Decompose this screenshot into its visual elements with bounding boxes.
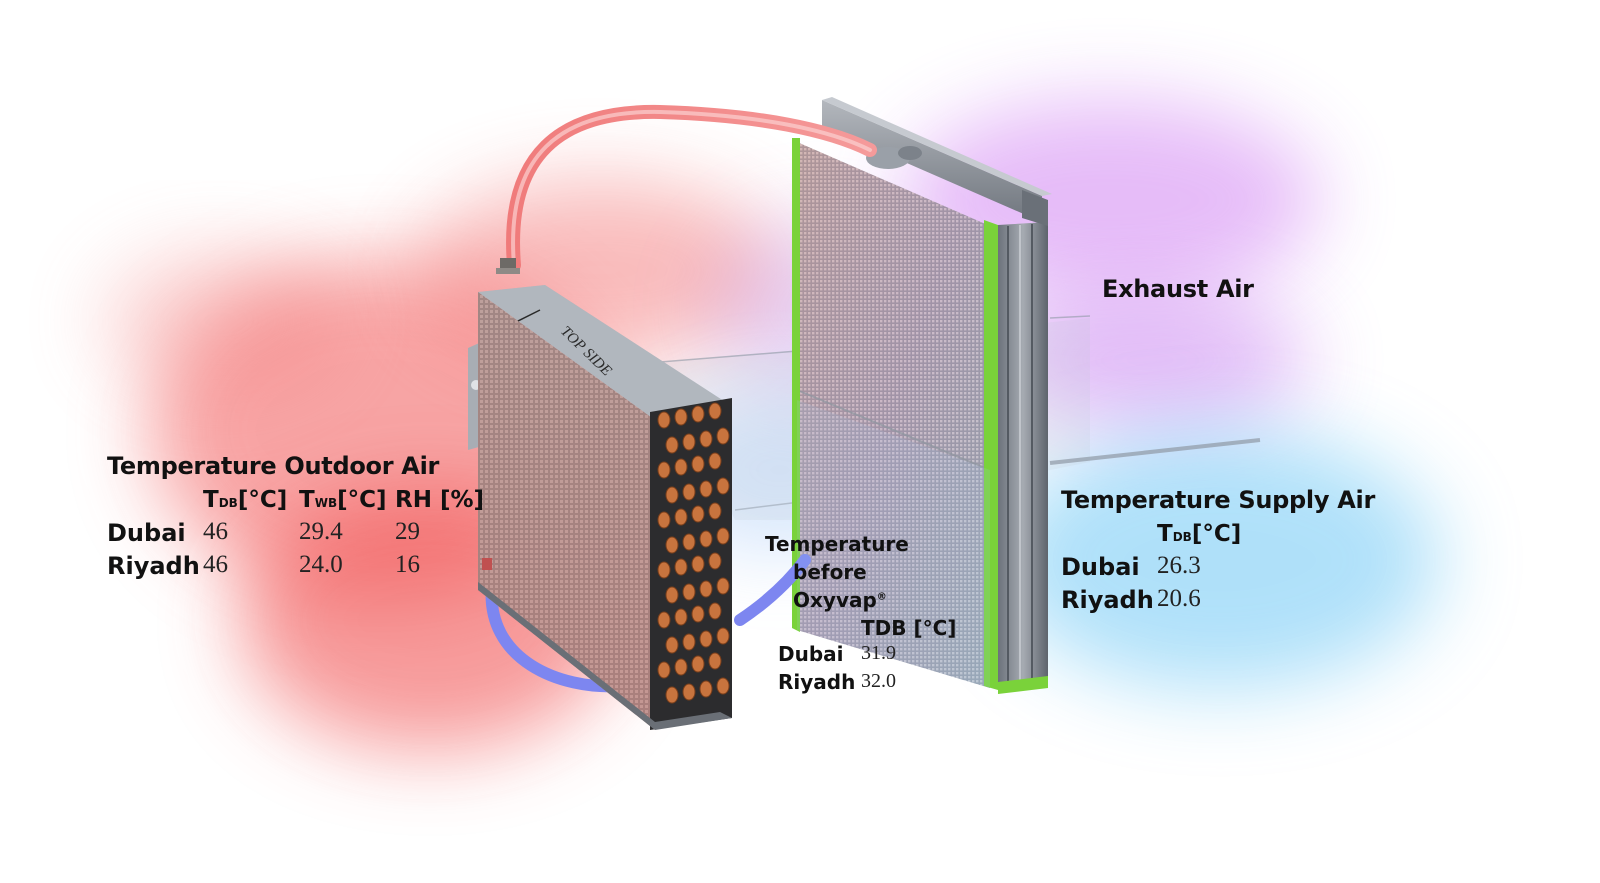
- outdoor-dubai-tdb: 46: [203, 518, 228, 545]
- copper-tube-end: [665, 636, 679, 654]
- copper-tube-end: [682, 633, 696, 651]
- copper-tube-end: [657, 561, 671, 579]
- copper-tube-end: [665, 586, 679, 604]
- copper-tube-end: [665, 536, 679, 554]
- copper-tube-end: [708, 402, 722, 420]
- copper-tube-end: [674, 508, 688, 526]
- before-dubai-tdb: 31.9: [861, 642, 896, 664]
- supply-dubai-tdb: 26.3: [1157, 552, 1201, 579]
- copper-tube-end: [665, 436, 679, 454]
- copper-tube-end: [657, 611, 671, 629]
- copper-tube-end: [699, 430, 713, 448]
- copper-tube-end: [699, 580, 713, 598]
- heat-exchanger-coil: TOP SIDE: [468, 258, 732, 730]
- outdoor-dubai-twb: 29.4: [299, 518, 343, 545]
- copper-tube-end: [674, 408, 688, 426]
- outdoor-header-tdb: TDB[°C]: [203, 487, 288, 513]
- copper-tube-end: [674, 458, 688, 476]
- copper-tube-end: [708, 452, 722, 470]
- copper-tube-end: [708, 552, 722, 570]
- supply-riyadh-tdb: 20.6: [1157, 585, 1201, 612]
- copper-tube-end: [716, 677, 730, 695]
- outdoor-riyadh-tdb: 46: [203, 551, 228, 578]
- before-title-line-1: Temperature: [765, 532, 909, 556]
- before-title-line-2: before: [793, 560, 867, 584]
- before-row-riyadh-label: Riyadh: [778, 670, 856, 694]
- copper-tube-end: [691, 655, 705, 673]
- copper-tube-end: [657, 411, 671, 429]
- exhaust-air-label: Exhaust Air: [1102, 275, 1254, 303]
- outdoor-riyadh-twb: 24.0: [299, 551, 343, 578]
- copper-tube-end: [657, 461, 671, 479]
- copper-tube-end: [691, 555, 705, 573]
- copper-tube-end: [657, 661, 671, 679]
- copper-tube-end: [708, 652, 722, 670]
- copper-tube-grid: [657, 402, 730, 704]
- copper-tube-end: [708, 502, 722, 520]
- before-title-line-3: Oxyvap®: [793, 588, 887, 612]
- copper-tube-end: [665, 686, 679, 704]
- trademark-symbol: ®: [876, 591, 887, 603]
- copper-tube-end: [657, 511, 671, 529]
- copper-tube-end: [716, 577, 730, 595]
- copper-tube-end: [699, 480, 713, 498]
- cold-water-pipe: [485, 579, 626, 693]
- outdoor-header-twb: TWB[°C]: [299, 487, 387, 513]
- oxyvap-panel: [792, 97, 1052, 694]
- copper-tube-end: [716, 627, 730, 645]
- nozzle-icon: [866, 146, 922, 169]
- copper-tube-end: [716, 427, 730, 445]
- copper-tube-end: [682, 583, 696, 601]
- copper-tube-end: [691, 605, 705, 623]
- outdoor-row-riyadh-label: Riyadh: [107, 552, 200, 580]
- copper-tube-end: [674, 608, 688, 626]
- copper-tube-end: [699, 530, 713, 548]
- supply-row-dubai-label: Dubai: [1061, 553, 1140, 581]
- copper-tube-end: [699, 630, 713, 648]
- copper-tube-end: [674, 658, 688, 676]
- before-header-tdb: TDB [°C]: [861, 616, 957, 640]
- copper-tube-end: [691, 405, 705, 423]
- copper-tube-end: [682, 683, 696, 701]
- copper-tube-end: [691, 455, 705, 473]
- copper-tube-end: [708, 602, 722, 620]
- outdoor-header-rh: RH [%]: [395, 487, 485, 513]
- supply-air-title: Temperature Supply Air: [1061, 486, 1375, 514]
- outdoor-dubai-rh: 29: [395, 518, 420, 545]
- copper-tube-end: [682, 433, 696, 451]
- cold-water-pipe-to-panel: [734, 554, 811, 626]
- copper-tube-end: [682, 533, 696, 551]
- copper-tube-end: [716, 527, 730, 545]
- outdoor-row-dubai-label: Dubai: [107, 519, 186, 547]
- copper-tube-end: [699, 680, 713, 698]
- copper-tube-end: [716, 477, 730, 495]
- outdoor-air-title: Temperature Outdoor Air: [107, 452, 440, 480]
- before-riyadh-tdb: 32.0: [861, 670, 896, 692]
- copper-tube-end: [665, 486, 679, 504]
- copper-tube-end: [674, 558, 688, 576]
- supply-header-tdb: TDB[°C]: [1157, 521, 1242, 547]
- copper-tube-end: [691, 505, 705, 523]
- before-row-dubai-label: Dubai: [778, 642, 844, 666]
- supply-row-riyadh-label: Riyadh: [1061, 586, 1154, 614]
- copper-tube-end: [682, 483, 696, 501]
- outdoor-riyadh-rh: 16: [395, 551, 420, 578]
